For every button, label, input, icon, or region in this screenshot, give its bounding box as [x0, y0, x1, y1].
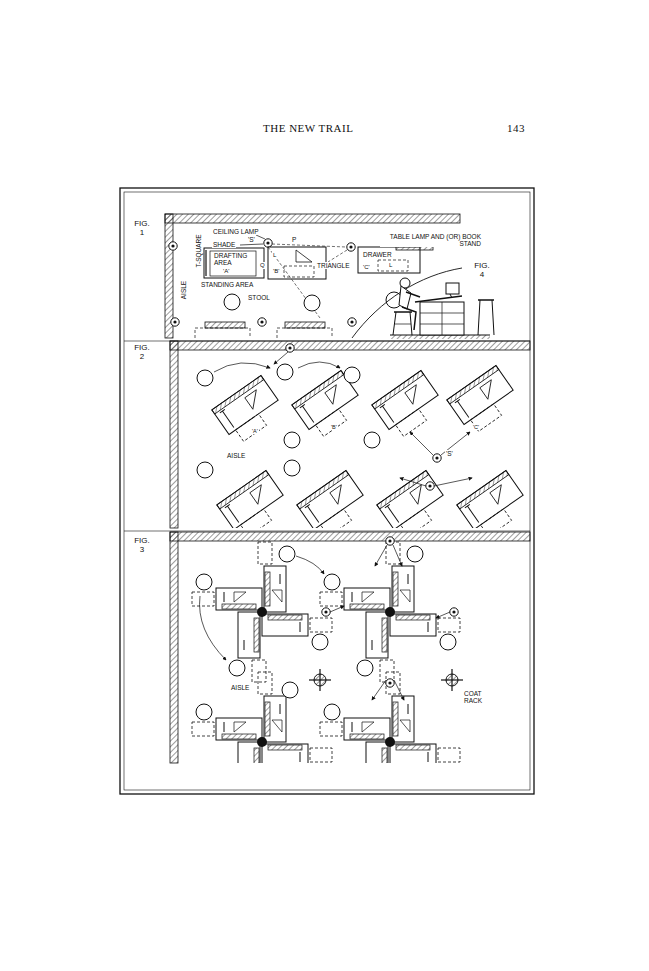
part-label: COAT RACK — [463, 690, 497, 704]
fig2-plan — [170, 341, 531, 541]
part-label: DRAWER — [362, 251, 393, 258]
aisle-label: AISLE — [226, 452, 246, 459]
fig4-draftsman — [390, 278, 494, 339]
figure-label: FIG. 3 — [130, 537, 154, 555]
part-label: 'A' — [222, 268, 230, 275]
part-label: 'S' — [247, 236, 256, 243]
aisle-label: AISLE — [230, 684, 250, 691]
running-head: THE NEW TRAIL — [262, 122, 354, 134]
part-label: Q — [259, 262, 266, 269]
figure-label: FIG. 1 — [130, 220, 154, 238]
part-label: STOOL — [247, 294, 271, 301]
part-label: TRIANGLE — [316, 262, 351, 269]
part-label: 'A' — [251, 428, 259, 434]
page-number: 143 — [506, 122, 526, 134]
part-label: T-SQUARE — [195, 233, 202, 268]
part-label: 'S' — [445, 450, 454, 457]
part-label: L — [388, 262, 393, 269]
frame — [120, 188, 534, 794]
part-label: SHADE — [212, 241, 236, 248]
part-label: L — [272, 252, 277, 259]
part-label: P — [291, 236, 297, 243]
part-label: DRAFTING AREA — [213, 252, 255, 266]
fig3-plan — [170, 532, 530, 812]
part-label: 'B' — [330, 424, 338, 430]
part-label: TABLE LAMP AND (OR) BOOK STAND — [380, 233, 482, 247]
part-label: 'B' — [272, 268, 280, 275]
figure-label: FIG. 4 — [470, 262, 494, 280]
figure-label: FIG. 2 — [130, 344, 154, 362]
aisle-label: AISLE — [180, 280, 187, 300]
part-label: 'C' — [362, 264, 371, 271]
part-label: STANDING AREA — [200, 281, 254, 288]
part-label: CEILING LAMP — [212, 228, 260, 235]
part-label: 'C' — [472, 424, 480, 430]
divider — [124, 531, 530, 532]
frame — [124, 192, 530, 790]
